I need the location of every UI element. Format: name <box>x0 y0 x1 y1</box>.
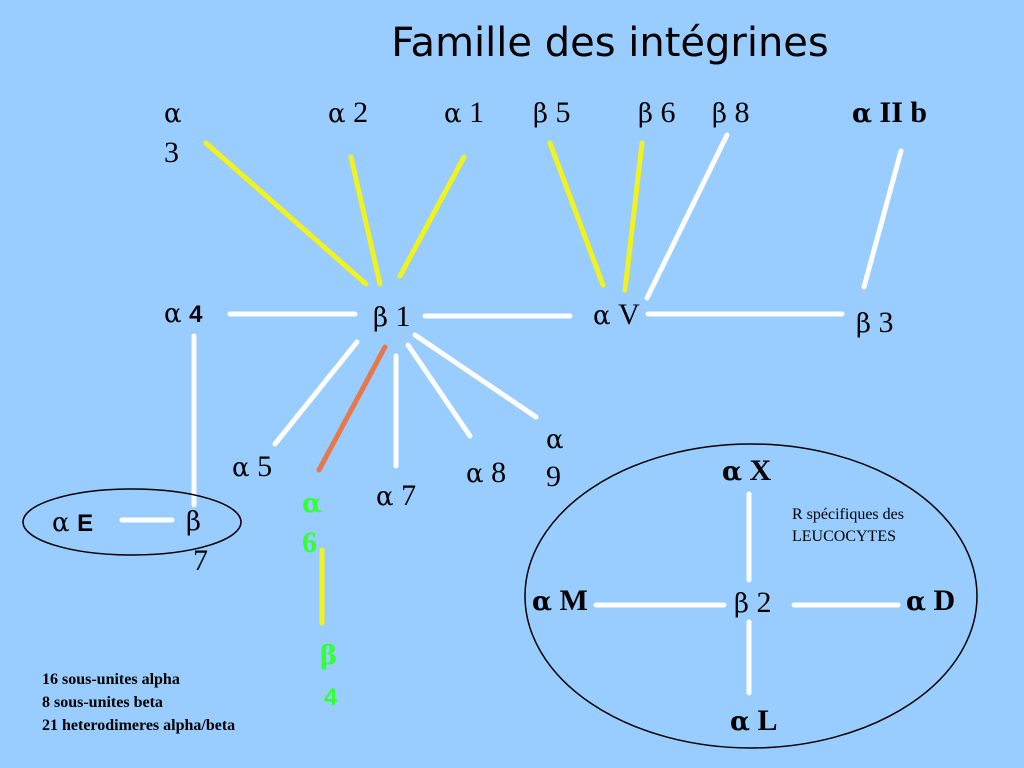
alpha-symbol: α <box>164 299 182 329</box>
node-alpha-D: α D <box>906 586 955 616</box>
beta-symbol: β <box>856 309 872 339</box>
beta-symbol: β <box>373 303 389 333</box>
node-alpha-IIb: α II b <box>852 98 927 128</box>
alpha-symbol: α <box>164 99 182 129</box>
link-b1-a5 <box>272 339 360 447</box>
node-index: 2 <box>353 96 369 129</box>
node-beta-7-index: 7 <box>193 544 208 577</box>
alpha-symbol: α <box>232 453 250 483</box>
node-alpha-9: α <box>546 424 564 454</box>
link-a2-b1 <box>348 154 383 287</box>
note-line: LEUCOCYTES <box>792 527 896 545</box>
yellow-links <box>203 140 645 626</box>
stats-line: 21 heterodimeres alpha/beta <box>42 717 236 735</box>
node-alpha-M: α M <box>532 586 588 616</box>
alpha-symbol: α <box>302 489 323 519</box>
alpha-symbol: α <box>546 425 564 455</box>
node-index: 1 <box>469 96 485 129</box>
node-index: 6 <box>660 96 676 129</box>
node-beta-4-index: 4 <box>324 684 338 711</box>
link-a1-b1 <box>397 154 467 279</box>
node-alpha-2: α 2 <box>328 98 368 128</box>
subunit-stats: 16 sous-unites alpha 8 sous-unites beta … <box>42 668 235 738</box>
alpha-symbol: α <box>722 457 743 487</box>
node-beta-6: β 6 <box>638 98 676 128</box>
node-alpha-3-index: 3 <box>164 136 179 169</box>
node-index: 8 <box>491 456 507 489</box>
alpha-symbol: α <box>376 482 394 512</box>
node-beta-2: β 2 <box>734 588 772 618</box>
node-alpha-5: α 5 <box>232 452 272 482</box>
beta-symbol: β <box>734 589 750 619</box>
node-alpha-3: α <box>164 98 182 128</box>
node-index: X <box>749 454 772 487</box>
node-beta-5: β 5 <box>533 98 571 128</box>
node-alpha-L: α L <box>730 706 778 736</box>
alpha-symbol: α <box>328 99 346 129</box>
node-alpha-E: α E <box>52 507 93 537</box>
node-beta-4: β <box>320 640 337 670</box>
alpha-symbol: α <box>906 587 927 617</box>
link-b5-aV <box>547 140 606 288</box>
alphaE-beta7-ellipse <box>22 488 242 556</box>
alpha-symbol: α <box>444 99 462 129</box>
node-beta-8: β 8 <box>712 98 750 128</box>
node-index: 5 <box>257 450 273 483</box>
link-b1-a6 <box>316 344 388 473</box>
link-b1-a9 <box>412 332 539 420</box>
white-links <box>119 132 904 696</box>
node-alpha-4: α 4 <box>164 298 202 328</box>
node-index: L <box>757 704 778 737</box>
beta-symbol: β <box>712 99 728 129</box>
node-index: 5 <box>555 96 571 129</box>
note-line: R spécifiques des <box>792 506 904 523</box>
node-alpha-9-index: 9 <box>546 460 561 493</box>
node-index: M <box>559 584 588 617</box>
stats-line: 16 sous-unites alpha <box>42 671 180 688</box>
node-index: E <box>77 510 94 537</box>
node-beta-7: β <box>186 506 201 536</box>
node-index: 8 <box>734 96 750 129</box>
node-beta-1: β 1 <box>373 302 411 332</box>
stats-line: 8 sous-unites beta <box>42 694 163 712</box>
node-alpha-1: α 1 <box>444 98 484 128</box>
link-a2b-b3 <box>861 148 904 290</box>
link-b8-aV <box>644 132 730 301</box>
node-alpha-8: α 8 <box>466 458 506 488</box>
node-index: II b <box>879 96 928 129</box>
node-index: 3 <box>878 306 894 339</box>
node-alpha-6: α <box>302 488 322 518</box>
link-b6-aV <box>622 140 645 293</box>
node-index: D <box>933 584 956 617</box>
alpha-symbol: α <box>852 99 873 129</box>
leucocyte-ellipse <box>524 443 978 749</box>
link-a3-b1 <box>203 140 369 287</box>
beta-symbol: β <box>186 507 202 537</box>
node-index: 4 <box>189 301 203 328</box>
node-alpha-6-index: 6 <box>302 526 317 559</box>
leucocyte-receptor-note: R spécifiques des LEUCOCYTES <box>792 504 904 547</box>
node-index: 1 <box>395 300 411 333</box>
alpha-symbol: α <box>593 301 611 331</box>
node-index: 7 <box>401 479 417 512</box>
beta-symbol: β <box>533 99 549 129</box>
link-b1-a8 <box>405 342 473 439</box>
alpha-symbol: α <box>466 459 484 489</box>
node-index: 2 <box>756 586 772 619</box>
alpha-symbol: α <box>532 587 553 617</box>
alpha-symbol: α <box>52 508 70 538</box>
alpha-symbol: α <box>730 707 751 737</box>
node-alpha-7: α 7 <box>376 481 416 511</box>
node-index: V <box>618 298 640 331</box>
node-beta-3: β 3 <box>856 308 894 338</box>
node-alpha-X: α X <box>722 456 771 486</box>
node-alpha-V: α V <box>593 300 640 330</box>
page-title: Famille des intégrines <box>391 20 829 66</box>
beta-symbol: β <box>320 641 338 671</box>
beta-symbol: β <box>638 99 654 129</box>
